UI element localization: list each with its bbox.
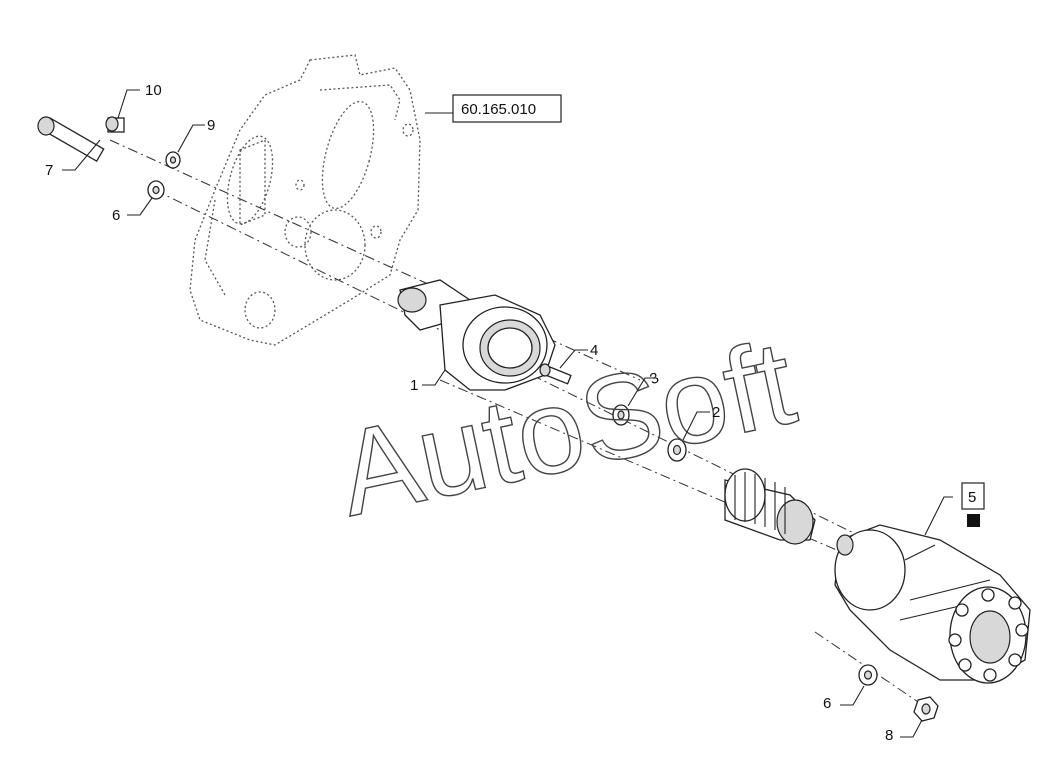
housing-plate-ghost <box>189 54 421 346</box>
callout-10[interactable]: 10 <box>145 82 162 99</box>
hydraulic-motor-part <box>834 524 1031 684</box>
motor-bolts <box>948 588 1029 682</box>
reference-box-label: 60.165.010 <box>461 101 536 118</box>
callout-5-box[interactable]: 5 ■ <box>961 482 985 527</box>
long-bolt-part <box>37 116 105 163</box>
reference-box[interactable]: 60.165.010 <box>425 94 562 123</box>
callout-5: 5 <box>968 489 976 506</box>
short-bolt-part <box>105 116 125 133</box>
callout-6-top[interactable]: 6 <box>112 207 120 224</box>
callout-5-marker: ■ <box>969 517 974 526</box>
washer-6-top-part <box>147 180 165 200</box>
washer-6-bottom-part <box>858 664 878 686</box>
screw-part <box>539 363 572 385</box>
callout-8[interactable]: 8 <box>885 727 893 744</box>
washer-2-part <box>667 438 687 462</box>
washer-9-part <box>165 151 181 169</box>
callout-4[interactable]: 4 <box>590 342 598 359</box>
callout-7[interactable]: 7 <box>45 162 53 179</box>
nut-part <box>913 696 939 722</box>
callout-2[interactable]: 2 <box>712 404 720 421</box>
callout-leaders <box>62 89 953 738</box>
callout-9[interactable]: 9 <box>207 117 215 134</box>
adapter-housing-part <box>397 279 556 391</box>
washer-3-part <box>612 404 630 426</box>
spline-coupling-part <box>724 468 816 545</box>
callout-1[interactable]: 1 <box>410 377 418 394</box>
callout-6-bottom[interactable]: 6 <box>823 695 831 712</box>
